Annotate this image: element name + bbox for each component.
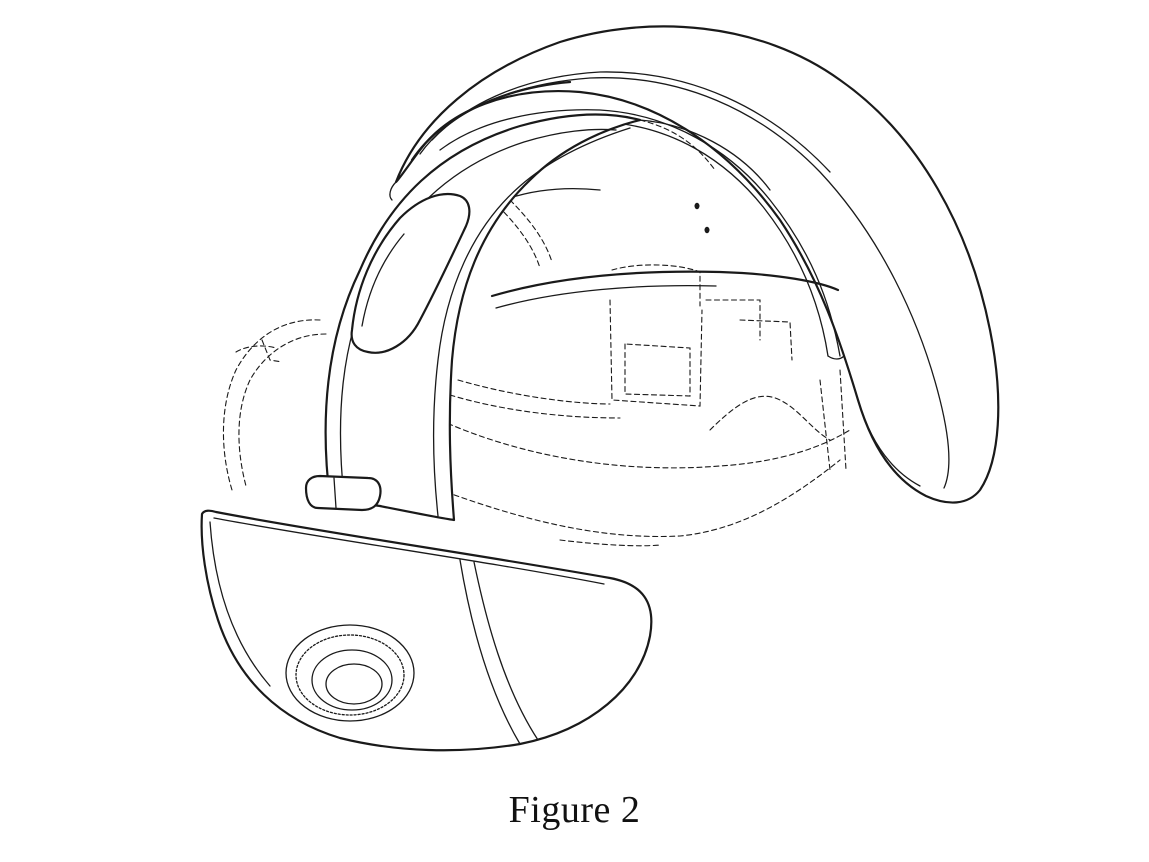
front-visor [200, 509, 653, 752]
headband [304, 113, 840, 522]
headset-line-drawing [200, 25, 1000, 752]
rear-shell [389, 25, 1000, 504]
figure-caption: Figure 2 [508, 789, 641, 831]
